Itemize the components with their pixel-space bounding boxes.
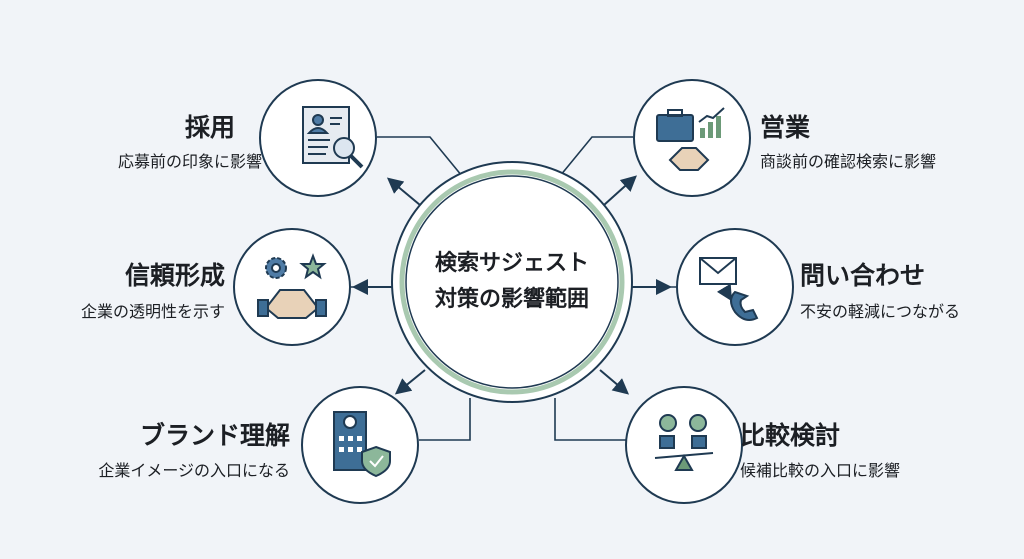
- center-title-line2: 対策の影響範囲: [434, 287, 589, 312]
- inquiry-subtitle: 不安の軽減につながる: [800, 302, 961, 321]
- resume-search-icon: [302, 106, 364, 169]
- gear-star-handshake-icon: [257, 253, 327, 319]
- brand-subtitle: 企業イメージの入口になる: [98, 461, 290, 480]
- brand-title: ブランド理解: [139, 421, 290, 450]
- compare-subtitle: 候補比較の入口に影響: [740, 461, 901, 480]
- center-circle: [391, 161, 633, 403]
- sales-title: 営業: [760, 113, 811, 142]
- building-shield-icon: [333, 411, 391, 478]
- sales-subtitle: 商談前の確認検索に影響: [760, 152, 937, 171]
- recruit-subtitle: 応募前の印象に影響: [117, 152, 262, 171]
- briefcase-handshake-icon: [656, 107, 725, 171]
- center-title-line1: 検索サジェスト: [434, 251, 589, 276]
- recruit-title: 採用: [184, 113, 235, 142]
- check-balance-icon: [654, 414, 714, 471]
- center-title: 検索サジェスト 対策の影響範囲: [412, 246, 612, 318]
- inquiry-title: 問い合わせ: [800, 261, 926, 290]
- mail-phone-icon: [699, 257, 759, 321]
- arrows: [352, 175, 672, 395]
- compare-title: 比較検討: [740, 421, 841, 450]
- trust-title: 信頼形成: [124, 261, 225, 290]
- trust-subtitle: 企業の透明性を示す: [80, 302, 225, 321]
